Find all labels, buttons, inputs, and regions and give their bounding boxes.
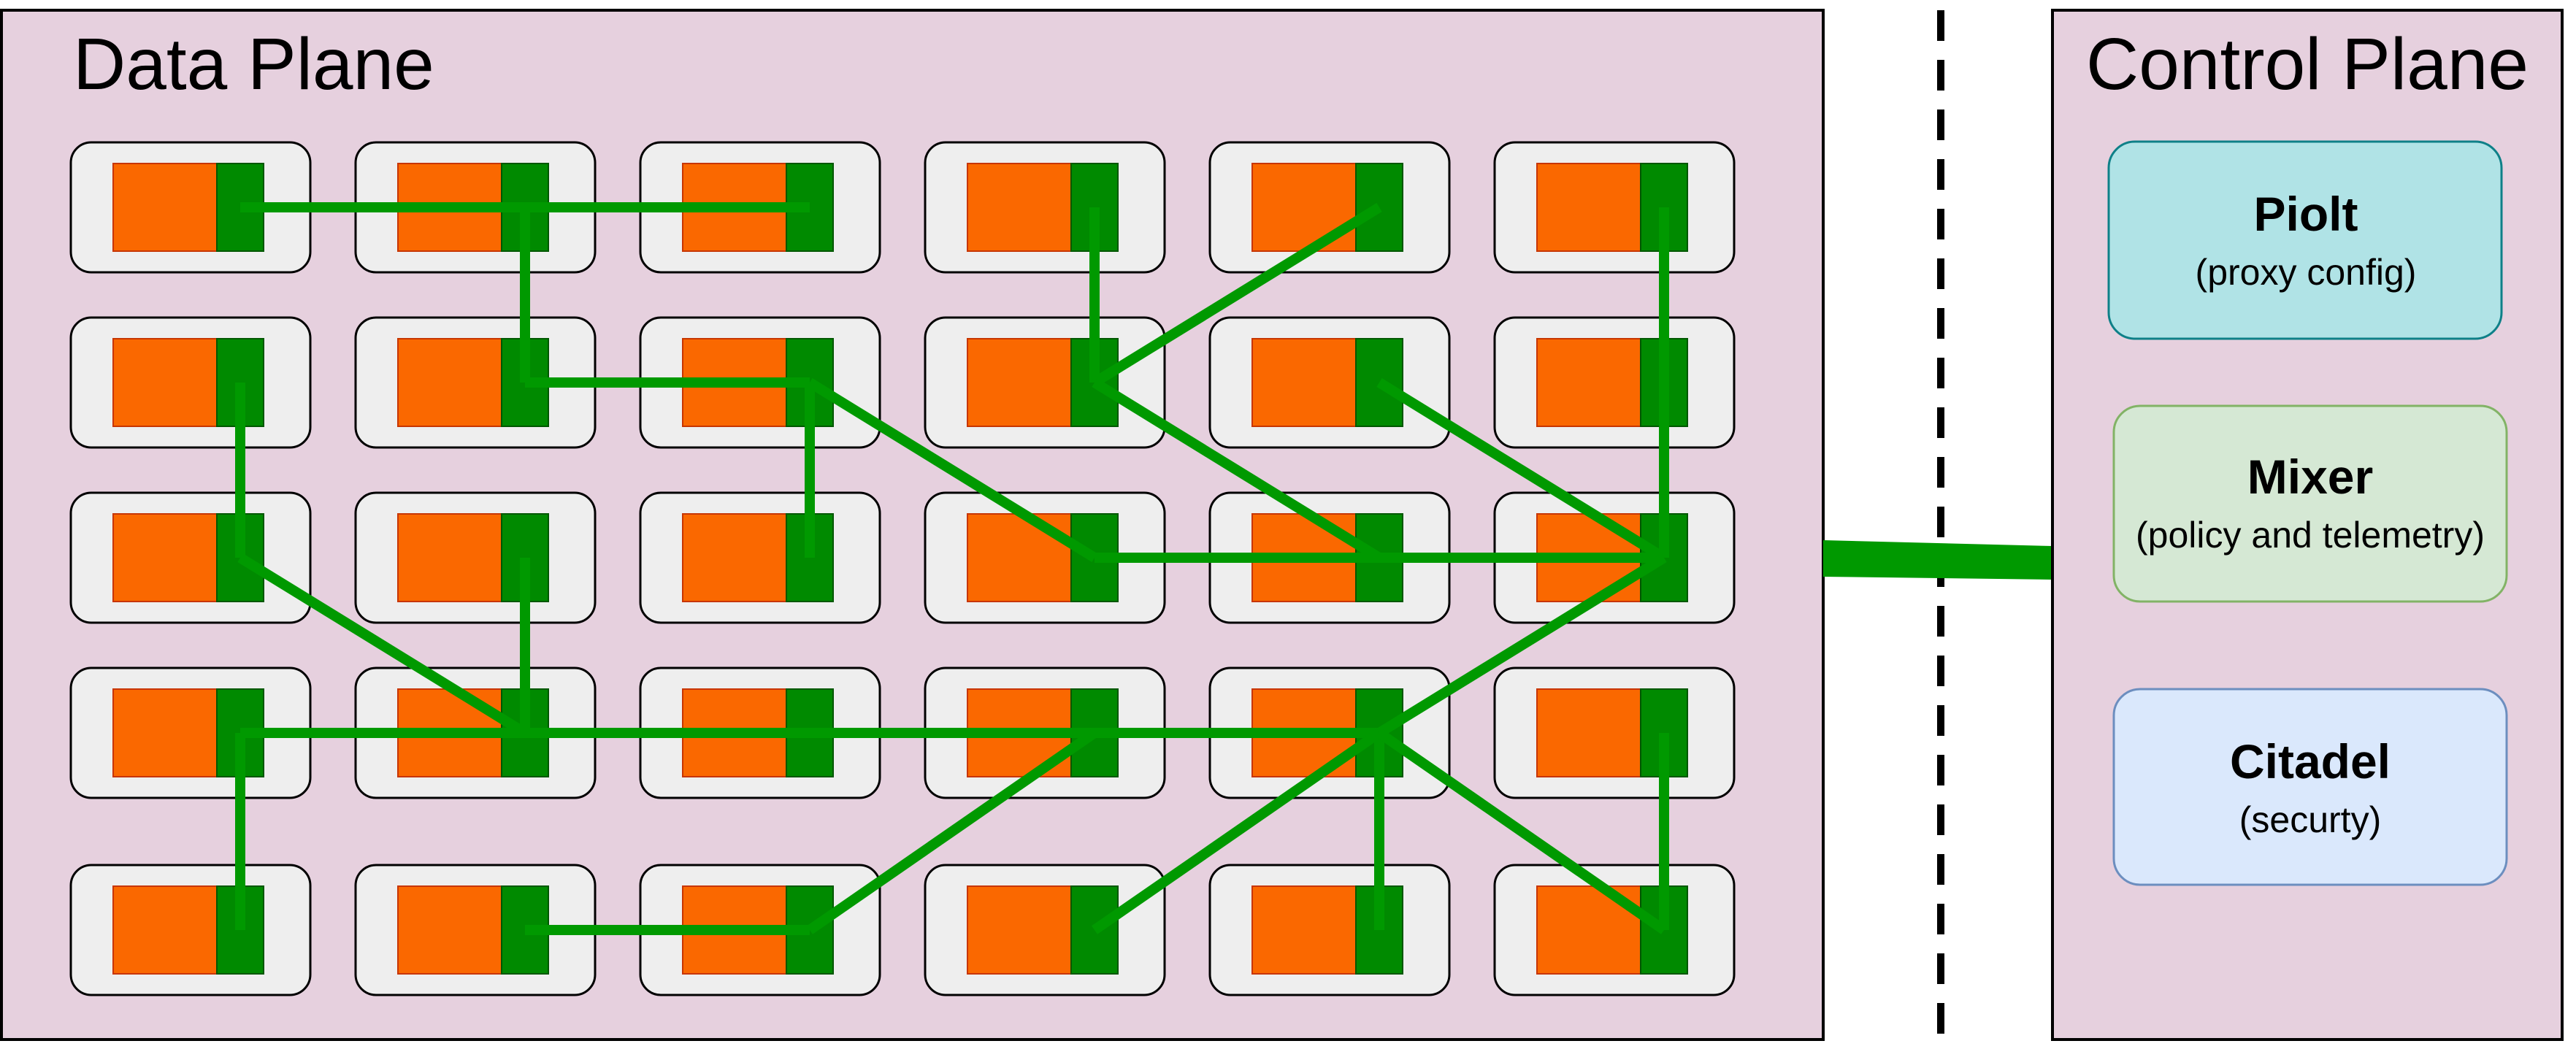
app-container xyxy=(112,513,218,602)
app-container xyxy=(397,513,502,602)
plane-connector xyxy=(1823,540,2052,580)
mesh-link xyxy=(1376,378,1667,562)
pod[interactable] xyxy=(69,491,312,624)
app-container xyxy=(1251,885,1357,975)
pod[interactable] xyxy=(1493,864,1736,996)
pod[interactable] xyxy=(1208,141,1451,274)
app-container xyxy=(967,338,1072,427)
pod-grid xyxy=(69,141,1736,996)
mesh-link xyxy=(237,553,528,737)
app-container xyxy=(112,163,218,252)
pod[interactable] xyxy=(1208,316,1451,449)
pod[interactable] xyxy=(924,864,1166,996)
app-container xyxy=(1251,163,1357,252)
app-container xyxy=(112,885,218,975)
citadel-desc: (securty) xyxy=(2239,799,2381,840)
pod[interactable] xyxy=(924,316,1166,449)
mesh-links xyxy=(235,202,1669,935)
pod[interactable] xyxy=(639,141,881,274)
mesh-link xyxy=(807,378,1097,562)
app-container xyxy=(112,688,218,777)
pod[interactable] xyxy=(1493,141,1736,274)
mesh-link xyxy=(807,729,1097,934)
app-container xyxy=(397,885,502,975)
app-container xyxy=(967,885,1072,975)
mesh-link xyxy=(1376,729,1667,934)
pilot-box[interactable] xyxy=(2107,140,2503,340)
app-container xyxy=(397,338,502,427)
pod[interactable] xyxy=(69,666,312,799)
pilot-desc: (proxy config) xyxy=(2196,252,2417,293)
pilot-name: Piolt xyxy=(2254,187,2358,241)
app-container xyxy=(112,338,218,427)
pod[interactable] xyxy=(69,141,312,274)
mesh-link xyxy=(1376,553,1667,737)
app-container xyxy=(1251,338,1357,427)
pod[interactable] xyxy=(1493,316,1736,449)
pod[interactable] xyxy=(1208,864,1451,996)
app-container xyxy=(1536,163,1641,252)
app-container xyxy=(682,513,787,602)
pod[interactable] xyxy=(69,864,312,996)
pod[interactable] xyxy=(924,141,1166,274)
mesh-link xyxy=(1092,203,1382,387)
pod[interactable] xyxy=(639,491,881,624)
pod[interactable] xyxy=(1493,666,1736,799)
pod[interactable] xyxy=(924,491,1166,624)
citadel-box[interactable] xyxy=(2112,688,2508,886)
mixer-box[interactable] xyxy=(2112,404,2508,603)
citadel-name: Citadel xyxy=(2230,734,2391,788)
app-container xyxy=(967,513,1072,602)
data-plane-title: Data Plane xyxy=(73,23,434,105)
app-container xyxy=(967,163,1072,252)
app-container xyxy=(1536,338,1641,427)
mixer-desc: (policy and telemetry) xyxy=(2136,515,2485,556)
control-plane-title: Control Plane xyxy=(2086,23,2529,105)
pod[interactable] xyxy=(354,491,597,624)
mesh-link xyxy=(1092,729,1382,934)
mixer-name: Mixer xyxy=(2247,450,2373,504)
pod[interactable] xyxy=(69,316,312,449)
app-container xyxy=(1536,688,1641,777)
mesh-link xyxy=(1092,378,1382,562)
